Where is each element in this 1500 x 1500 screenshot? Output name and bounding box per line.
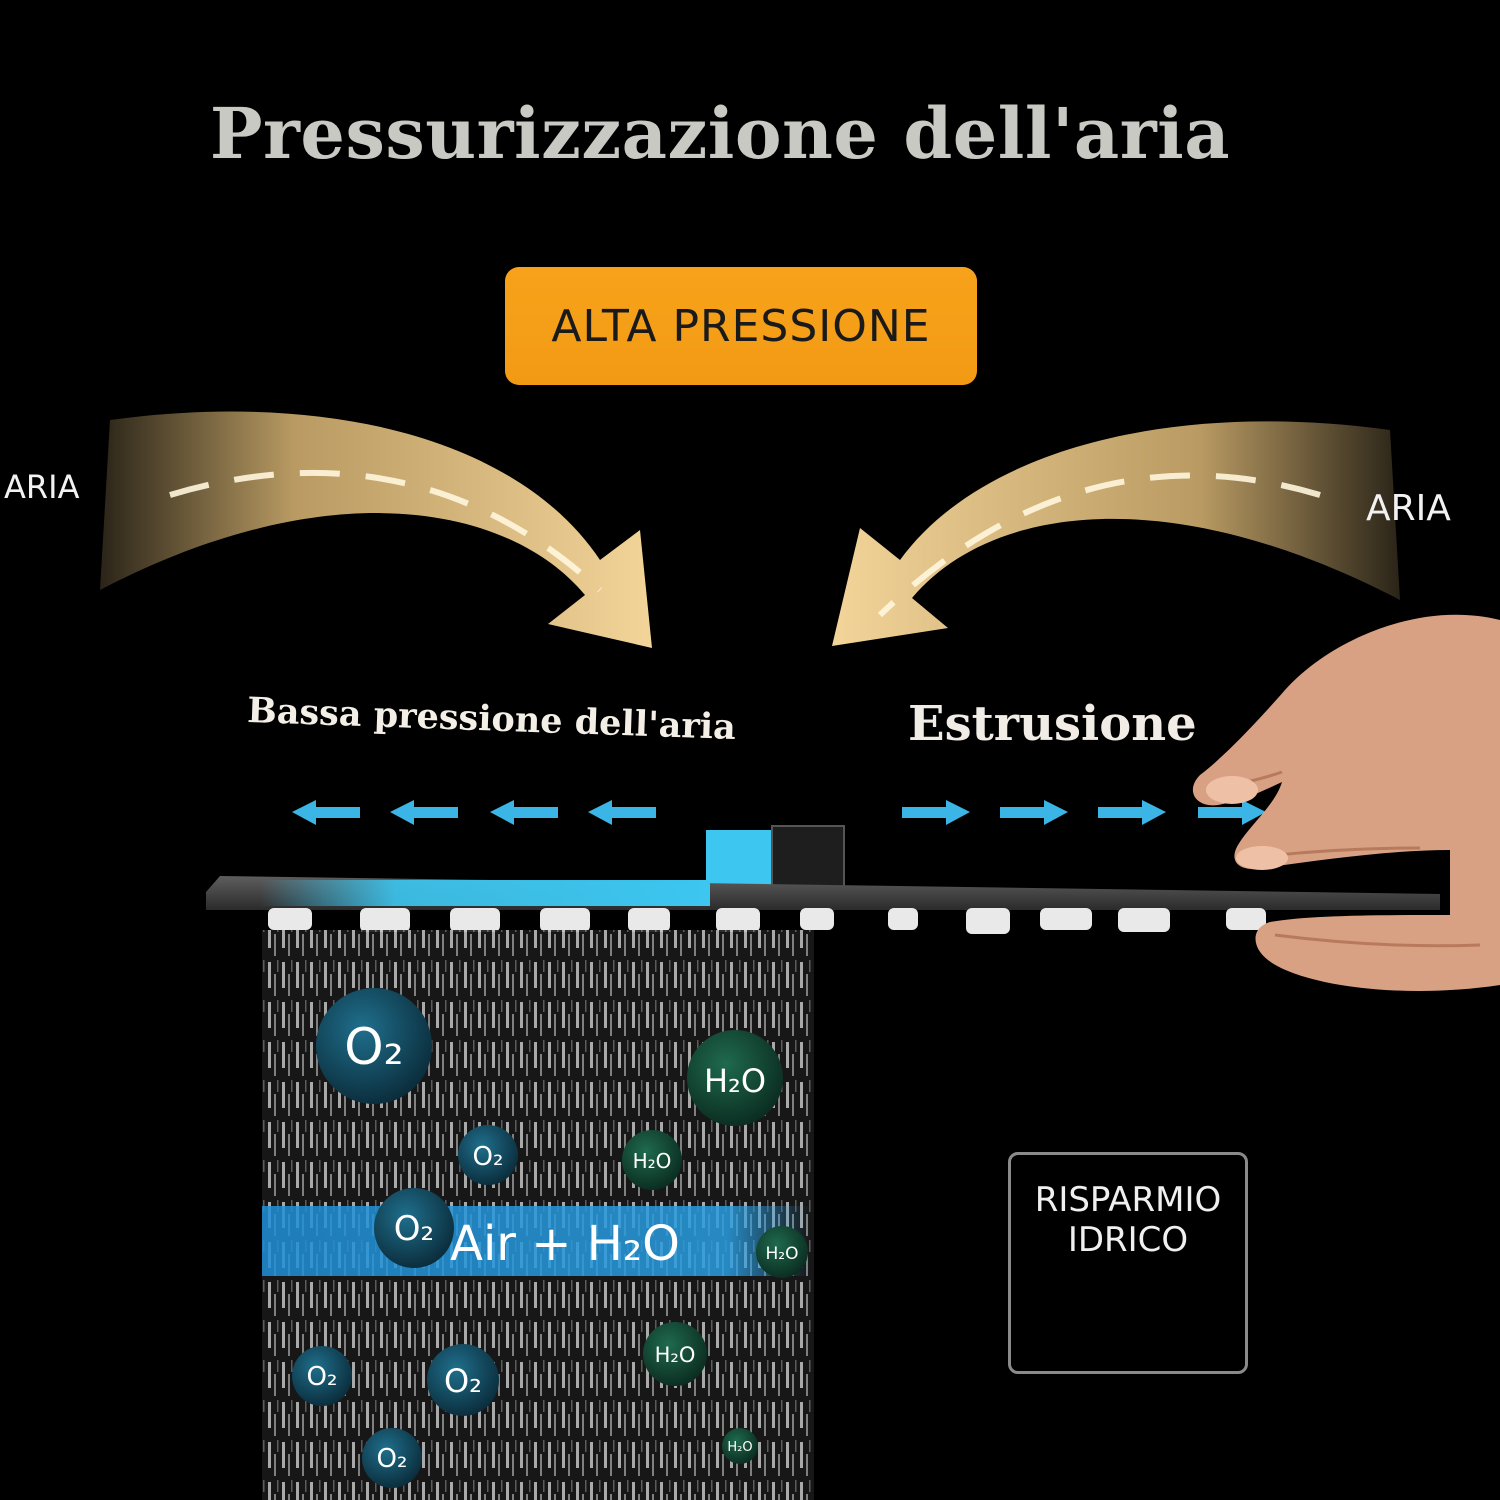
hand-icon xyxy=(1192,614,1500,991)
oxygen-molecule-label: O₂ xyxy=(377,1444,408,1474)
water-saving-line-1: RISPARMIO xyxy=(1034,1180,1222,1220)
water-molecule-label: H₂O xyxy=(655,1343,696,1367)
oxygen-molecule-icon xyxy=(374,1188,454,1268)
shower-head-icon xyxy=(206,825,1440,934)
oxygen-molecule-icon xyxy=(458,1125,518,1185)
air-left-label: ARIA xyxy=(4,468,80,506)
curved-airflow-arrow-icon xyxy=(832,421,1400,646)
mix-banner-band xyxy=(262,1206,810,1276)
flow-arrow-right-icon xyxy=(902,800,1266,825)
oxygen-molecule-icon xyxy=(316,988,432,1104)
oxygen-molecule-icon xyxy=(427,1344,499,1416)
curved-airflow-arrow-icon xyxy=(100,411,652,648)
water-molecule-icon xyxy=(643,1322,707,1386)
oxygen-molecule-label: O₂ xyxy=(307,1362,338,1392)
oxygen-molecule-label: O₂ xyxy=(344,1018,403,1076)
water-molecule-label: H₂O xyxy=(633,1149,672,1173)
high-pressure-label: ALTA PRESSIONE xyxy=(551,300,931,352)
oxygen-molecule-label: O₂ xyxy=(444,1362,482,1400)
water-saving-box xyxy=(1008,1152,1248,1374)
water-molecule-icon xyxy=(756,1226,808,1278)
water-molecule-icon xyxy=(687,1030,783,1126)
air-right-label: ARIA xyxy=(1366,488,1451,529)
flow-arrow-left-icon xyxy=(292,800,656,825)
water-molecule-icon xyxy=(622,1130,682,1190)
extrusion-label: Estrusione xyxy=(908,696,1197,752)
water-molecule-icon xyxy=(722,1428,758,1464)
mix-banner-label: Air + H₂O xyxy=(450,1216,680,1272)
water-molecule-label: H₂O xyxy=(727,1440,752,1455)
oxygen-molecule-icon xyxy=(292,1346,352,1406)
water-saving-line-2: IDRICO xyxy=(1067,1220,1189,1260)
oxygen-molecule-label: O₂ xyxy=(473,1142,504,1172)
high-pressure-badge: ALTA PRESSIONE xyxy=(505,267,977,385)
oxygen-molecule-label: O₂ xyxy=(394,1209,434,1249)
water-molecule-label: H₂O xyxy=(704,1062,766,1100)
water-molecule-label: H₂O xyxy=(766,1244,799,1264)
oxygen-molecule-icon xyxy=(362,1428,422,1488)
water-saving-text: RISPARMIO IDRICO xyxy=(1008,1180,1248,1260)
page-title: Pressurizzazione dell'aria xyxy=(209,92,1231,175)
